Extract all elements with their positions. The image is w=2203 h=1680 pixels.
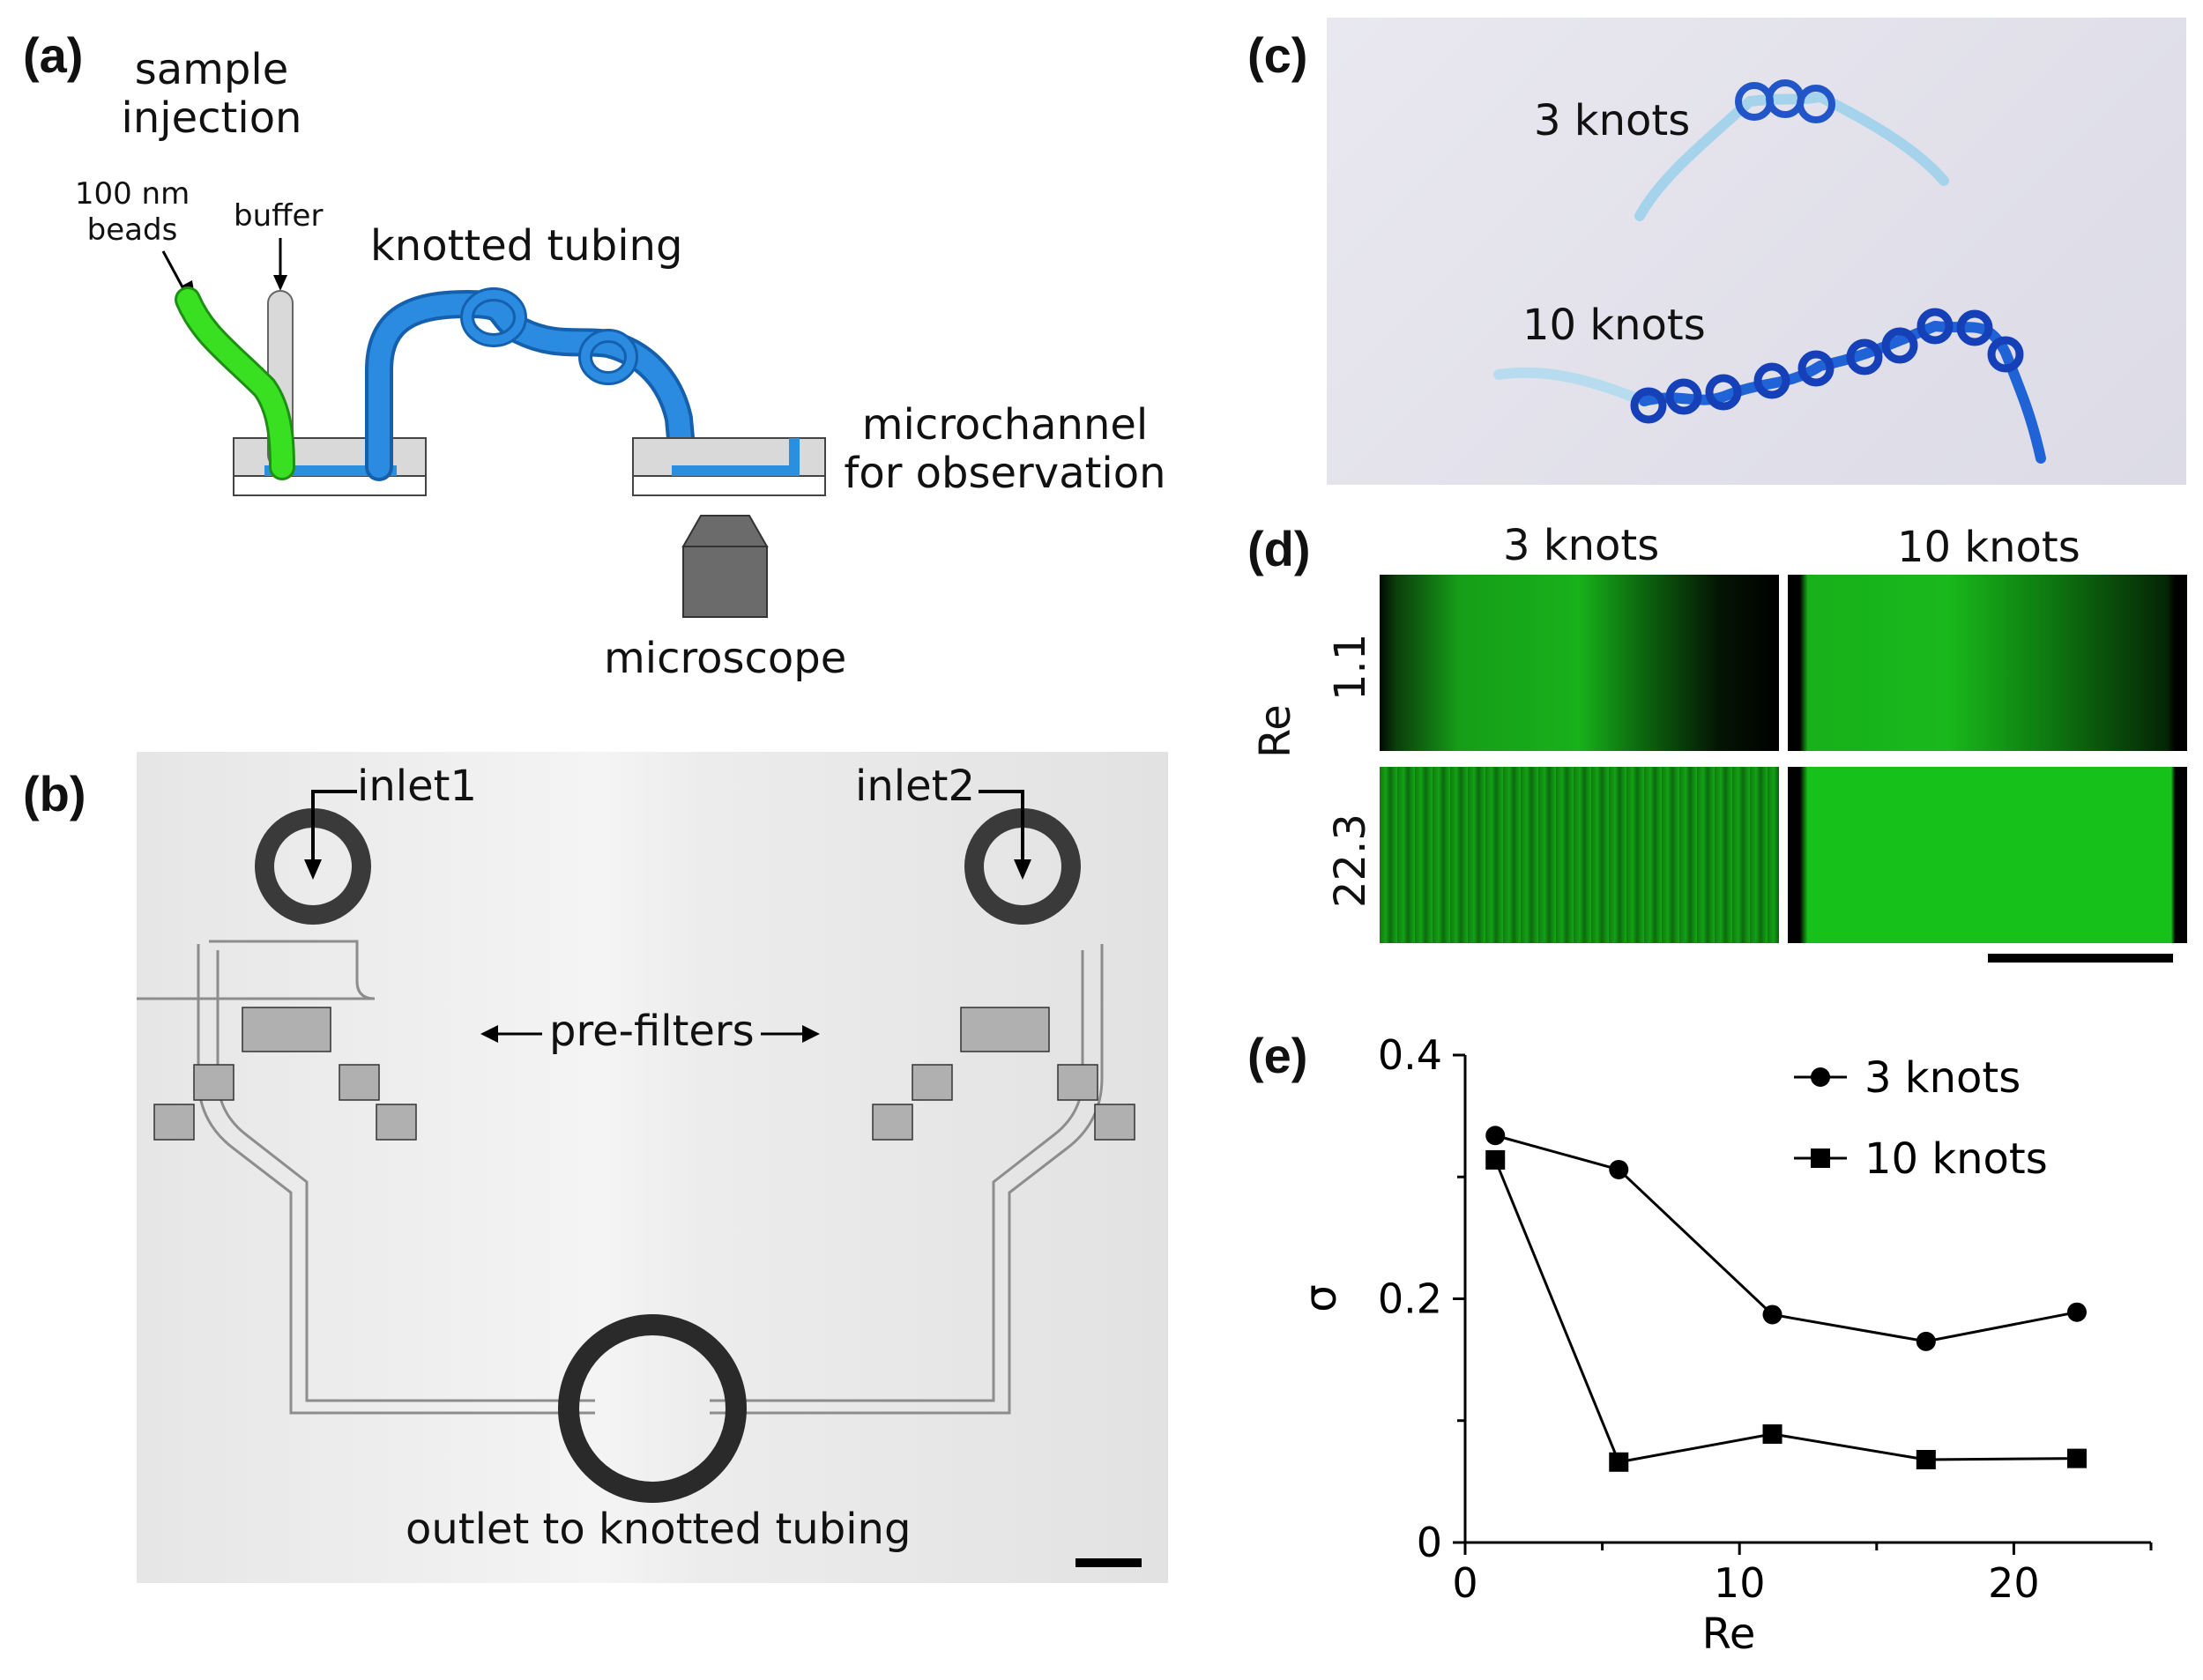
knot-photo-drawing [1493,79,2046,464]
panel-e-label: (e) [1247,1028,1308,1083]
point-3-knots [2066,1302,2087,1322]
x-tick-label: 10 [1714,1559,1766,1607]
point-10-knots [1485,1149,1506,1170]
legend-marker-circle [1811,1067,1830,1087]
knotted-tubing-label: knotted tubing [370,221,683,271]
fluor-3knots-re22 [1380,767,1779,943]
microscope-label: microscope [604,634,847,683]
chart-legend: 3 knots 10 knots [1794,1053,2048,1184]
panel-a-label: (a) [23,27,84,83]
inlet1-label: inlet1 [357,762,477,811]
inlet1-arrowhead [304,859,322,880]
beads-line2: beads [86,212,178,248]
knot-photo: 3 knots 10 knots [1327,18,2186,485]
point-3-knots [1609,1159,1629,1179]
point-3-knots [1485,1126,1506,1146]
d-col1-label: 3 knots [1503,521,1660,570]
scale-bar-b [1075,1558,1142,1567]
prefilter-arrowhead-left [480,1025,498,1043]
knot-3-3 [1797,85,1835,123]
chart-marks [1485,1126,2087,1472]
microchannel-line1: microchannel [861,400,1149,450]
y-tick-label: 0 [1417,1519,1442,1566]
chip-micrograph: inlet1 inlet2 pre-filters outlet to knot… [137,752,1168,1583]
inlet1-arrow [311,790,357,871]
label-10-knots: 10 knots [1522,301,1706,350]
panel-b-label: (b) [23,766,86,821]
knots-10 [1630,308,2024,424]
fluor-3knots-re1 [1380,575,1779,751]
microchannel-label: microchannel for observation [837,400,1172,499]
sample-injection-line2: injection [121,93,302,144]
chart-axes: 0 10 20 0 0.2 0.4Re σ [1295,1031,2153,1659]
fluor-10knots-re1 [1788,575,2187,751]
setup-schematic [161,238,826,618]
tube-3-knots [1634,91,1949,221]
prefilters-label: pre-filters [549,1007,755,1056]
y-tick-label: 0.2 [1378,1275,1442,1323]
prefilter-arrowhead-right [802,1025,820,1043]
legend-label-2: 10 knots [1864,1134,2048,1184]
point-10-knots [1916,1449,1936,1469]
sample-injection-label: sample injection [115,45,309,144]
chip-layout [137,790,1142,1567]
point-3-knots [1916,1331,1936,1351]
y-axis-label: σ [1295,1284,1346,1312]
knotted-tube [365,287,697,481]
point-10-knots [1609,1452,1629,1472]
fluor-10knots-re22 [1788,767,2187,943]
panel-d-label: (d) [1247,521,1311,576]
inlet2-arrow [979,790,1024,871]
point-3-knots [1762,1305,1782,1325]
outlet-port [558,1314,747,1503]
sample-injection-line1: sample [134,45,289,94]
label-3-knots: 3 knots [1534,96,1691,145]
point-10-knots [1762,1424,1782,1444]
legend-marker-square [1811,1148,1830,1168]
d-col2-label: 10 knots [1897,523,2080,572]
bead-tube [177,289,293,478]
y-tick-label: 0.4 [1378,1031,1442,1079]
beads-label: 100 nm beads [62,176,203,249]
inlet2-arrowhead [1014,859,1031,880]
series-line-2 [1493,1159,2077,1464]
point-10-knots [2066,1448,2087,1468]
buffer-label: buffer [234,198,324,234]
observation-chip [632,437,826,496]
x-tick-label: 0 [1452,1559,1477,1607]
buffer-arrowhead [273,275,287,291]
panel-c-label: (c) [1247,27,1308,83]
outlet-label: outlet to knotted tubing [406,1505,912,1554]
inlet2-label: inlet2 [855,762,975,811]
beads-line1: 100 nm [74,176,190,212]
microscope-icon [681,515,769,618]
legend-label-1: 3 knots [1864,1053,2021,1103]
microchannel-line2: for observation [844,449,1166,499]
x-tick-label: 20 [1988,1559,2040,1607]
x-axis-label: Re [1702,1609,1756,1659]
scale-bar-d [1988,954,2173,963]
